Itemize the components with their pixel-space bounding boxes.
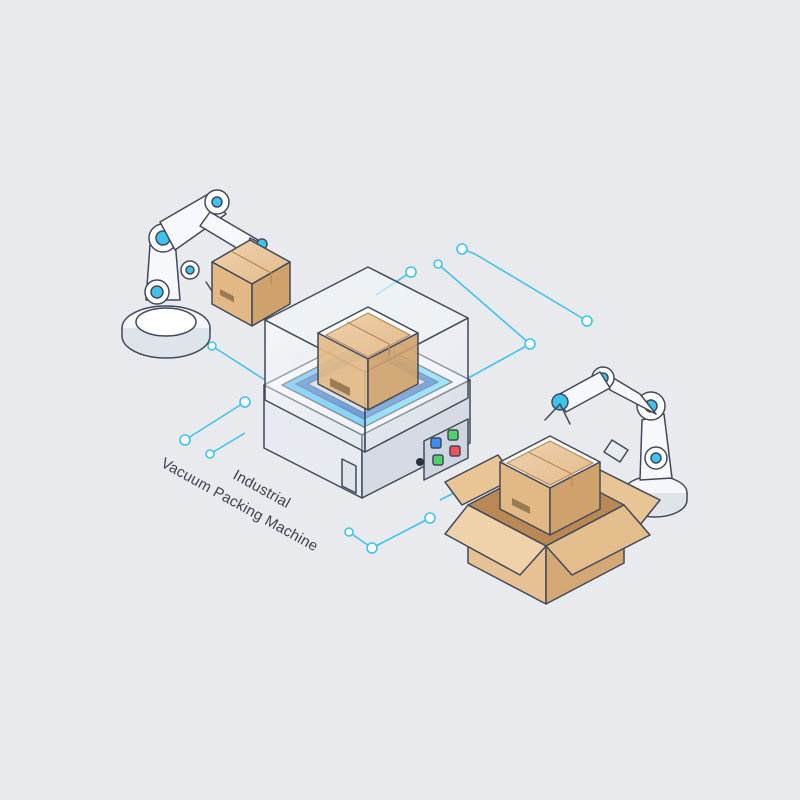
robot-arm-right <box>544 366 688 518</box>
connection-node-icon <box>205 449 215 459</box>
connection-node-icon <box>456 243 468 255</box>
red-button[interactable] <box>449 445 461 457</box>
blue-button[interactable] <box>430 437 442 449</box>
connection-node-icon <box>433 259 443 269</box>
connection-node-icon <box>581 315 593 327</box>
vacuum-chamber-icon <box>263 266 471 499</box>
connection-node-icon <box>207 341 217 351</box>
power-port-icon <box>416 458 424 466</box>
cardboard-box-icon <box>317 306 419 411</box>
connection-node-icon <box>179 434 191 446</box>
connection-lines <box>179 243 593 554</box>
connection-node-icon <box>405 266 417 278</box>
open-box-icon <box>444 435 661 605</box>
connection-node-icon <box>344 527 354 537</box>
robot-arm-left <box>121 189 291 359</box>
cardboard-box-icon <box>499 435 601 536</box>
connection-node-icon <box>524 338 536 350</box>
machine-title: Industrial Vacuum Packing Machine <box>158 455 321 556</box>
connection-node-icon <box>366 542 378 554</box>
green-button[interactable] <box>432 454 444 466</box>
connection-node-icon <box>239 396 251 408</box>
robot-arm-icon <box>544 366 688 518</box>
cardboard-box-icon <box>211 239 291 327</box>
control-panel-icon <box>416 418 469 481</box>
connection-node-icon <box>424 512 436 524</box>
green-button[interactable] <box>447 429 459 441</box>
